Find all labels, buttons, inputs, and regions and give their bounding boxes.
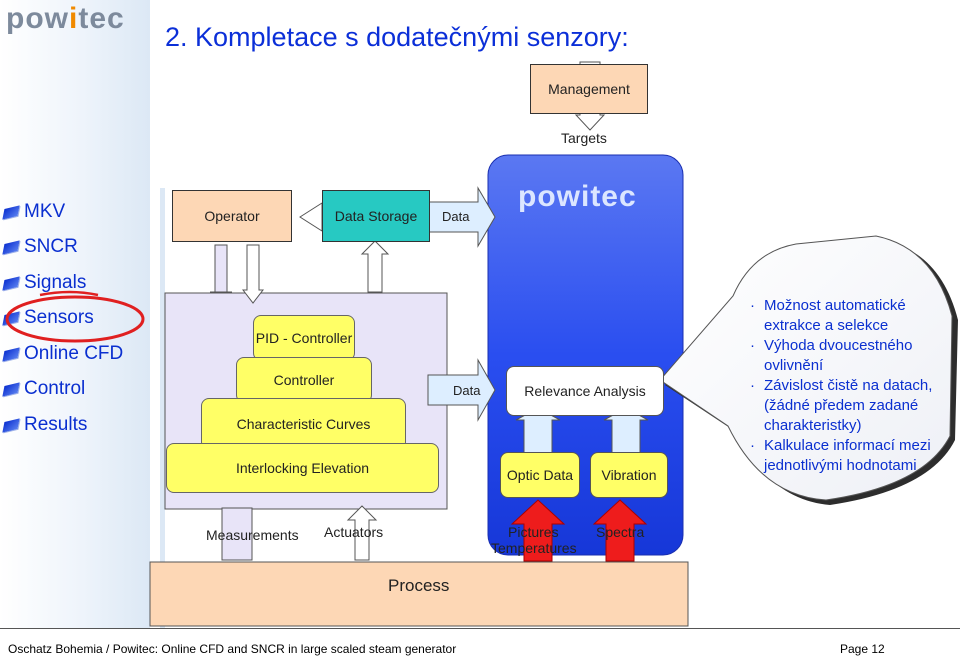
menu-label: Signals	[24, 272, 87, 293]
red-arrow-2	[592, 499, 648, 562]
characteristic-curves-box: Characteristic Curves	[201, 398, 406, 450]
controller-box: Controller	[236, 357, 372, 403]
menu-label: Results	[24, 414, 88, 435]
powitec-logo: powitec	[6, 2, 125, 36]
menu-item-online-cfd[interactable]: Online CFD	[2, 340, 124, 368]
sensors-highlight-circle	[5, 290, 145, 343]
callout-line: Výhoda dvoucestného ovlivnění	[764, 337, 913, 374]
actuators-label: Actuators	[324, 524, 384, 540]
arrow-up	[360, 240, 390, 293]
data-top-label: Data	[442, 209, 470, 224]
callout-bullet: ·Závislost čistě na datach, (žádné přede…	[750, 376, 950, 436]
interlocking-elevation-box: Interlocking Elevation	[166, 443, 439, 493]
callout-line: Kalkulace informací mezi jednotlivými ho…	[764, 437, 931, 474]
menu-label: Online CFD	[24, 343, 124, 364]
sidebar	[0, 0, 150, 628]
operator-box: Operator	[172, 190, 292, 242]
callout-bullet: ·Kalkulace informací mezi jednotlivými h…	[750, 436, 950, 476]
logo-part: pow	[6, 2, 69, 35]
pictures-label: Pictures	[508, 524, 559, 540]
logo-part-i: i	[69, 2, 79, 35]
process-box	[149, 561, 689, 627]
data-top-arrow	[427, 186, 496, 248]
process-label: Process	[388, 576, 450, 595]
callout-line: Závislost čistě na datach, (žádné předem…	[764, 377, 933, 434]
page-title: 2. Kompletace s dodatečnými senzory:	[165, 22, 629, 52]
menu-label: SNCR	[24, 236, 78, 257]
vibration-box: Vibration	[590, 452, 668, 498]
menu-item-sensors[interactable]: Sensors	[2, 304, 94, 332]
powitec-block-logo: powitec	[518, 180, 637, 213]
arrow-down	[241, 244, 265, 304]
logo-part: tec	[78, 2, 125, 35]
menu-label: Control	[24, 378, 86, 399]
footer-left: Oschatz Bohemia / Powitec: Online CFD an…	[8, 642, 457, 656]
menu-item-signals[interactable]: Signals	[2, 269, 87, 297]
menu-item-mkv[interactable]: MKV	[2, 198, 66, 226]
pid-controller-box: PID - Controller	[253, 315, 355, 361]
temperatures-label: Temperatures	[491, 540, 577, 556]
data-mid-arrow	[427, 358, 496, 422]
targets-label: Targets	[561, 130, 607, 146]
red-arrow-1	[510, 499, 566, 562]
callout-bullet: ·Výhoda dvoucestného ovlivnění	[750, 336, 950, 376]
menu-label: MKV	[24, 201, 66, 222]
measurements-label: Measurements	[206, 527, 299, 543]
menu-label: Sensors	[24, 307, 94, 328]
data-mid-label: Data	[453, 383, 481, 398]
spectra-label: Spectra	[596, 524, 645, 540]
footer-page: Page 12	[840, 642, 885, 656]
relevance-analysis-box: Relevance Analysis	[506, 366, 664, 416]
management-box: Management	[530, 64, 648, 114]
callout-bubble	[659, 235, 953, 501]
callout-bullet: ·Možnost automatické extrakce a selekce	[750, 296, 950, 336]
footer	[0, 628, 960, 659]
callout-text: ·Možnost automatické extrakce a selekce …	[750, 296, 950, 476]
callout-line: Možnost automatické extrakce a selekce	[764, 297, 906, 334]
data-storage-box: Data Storage	[322, 190, 430, 242]
menu-item-results[interactable]: Results	[2, 411, 88, 439]
menu-item-control[interactable]: Control	[2, 375, 86, 403]
menu-item-sncr[interactable]: SNCR	[2, 233, 78, 261]
optic-data-box: Optic Data	[500, 452, 580, 498]
column-shade	[160, 188, 165, 628]
arrow-left	[299, 202, 323, 232]
